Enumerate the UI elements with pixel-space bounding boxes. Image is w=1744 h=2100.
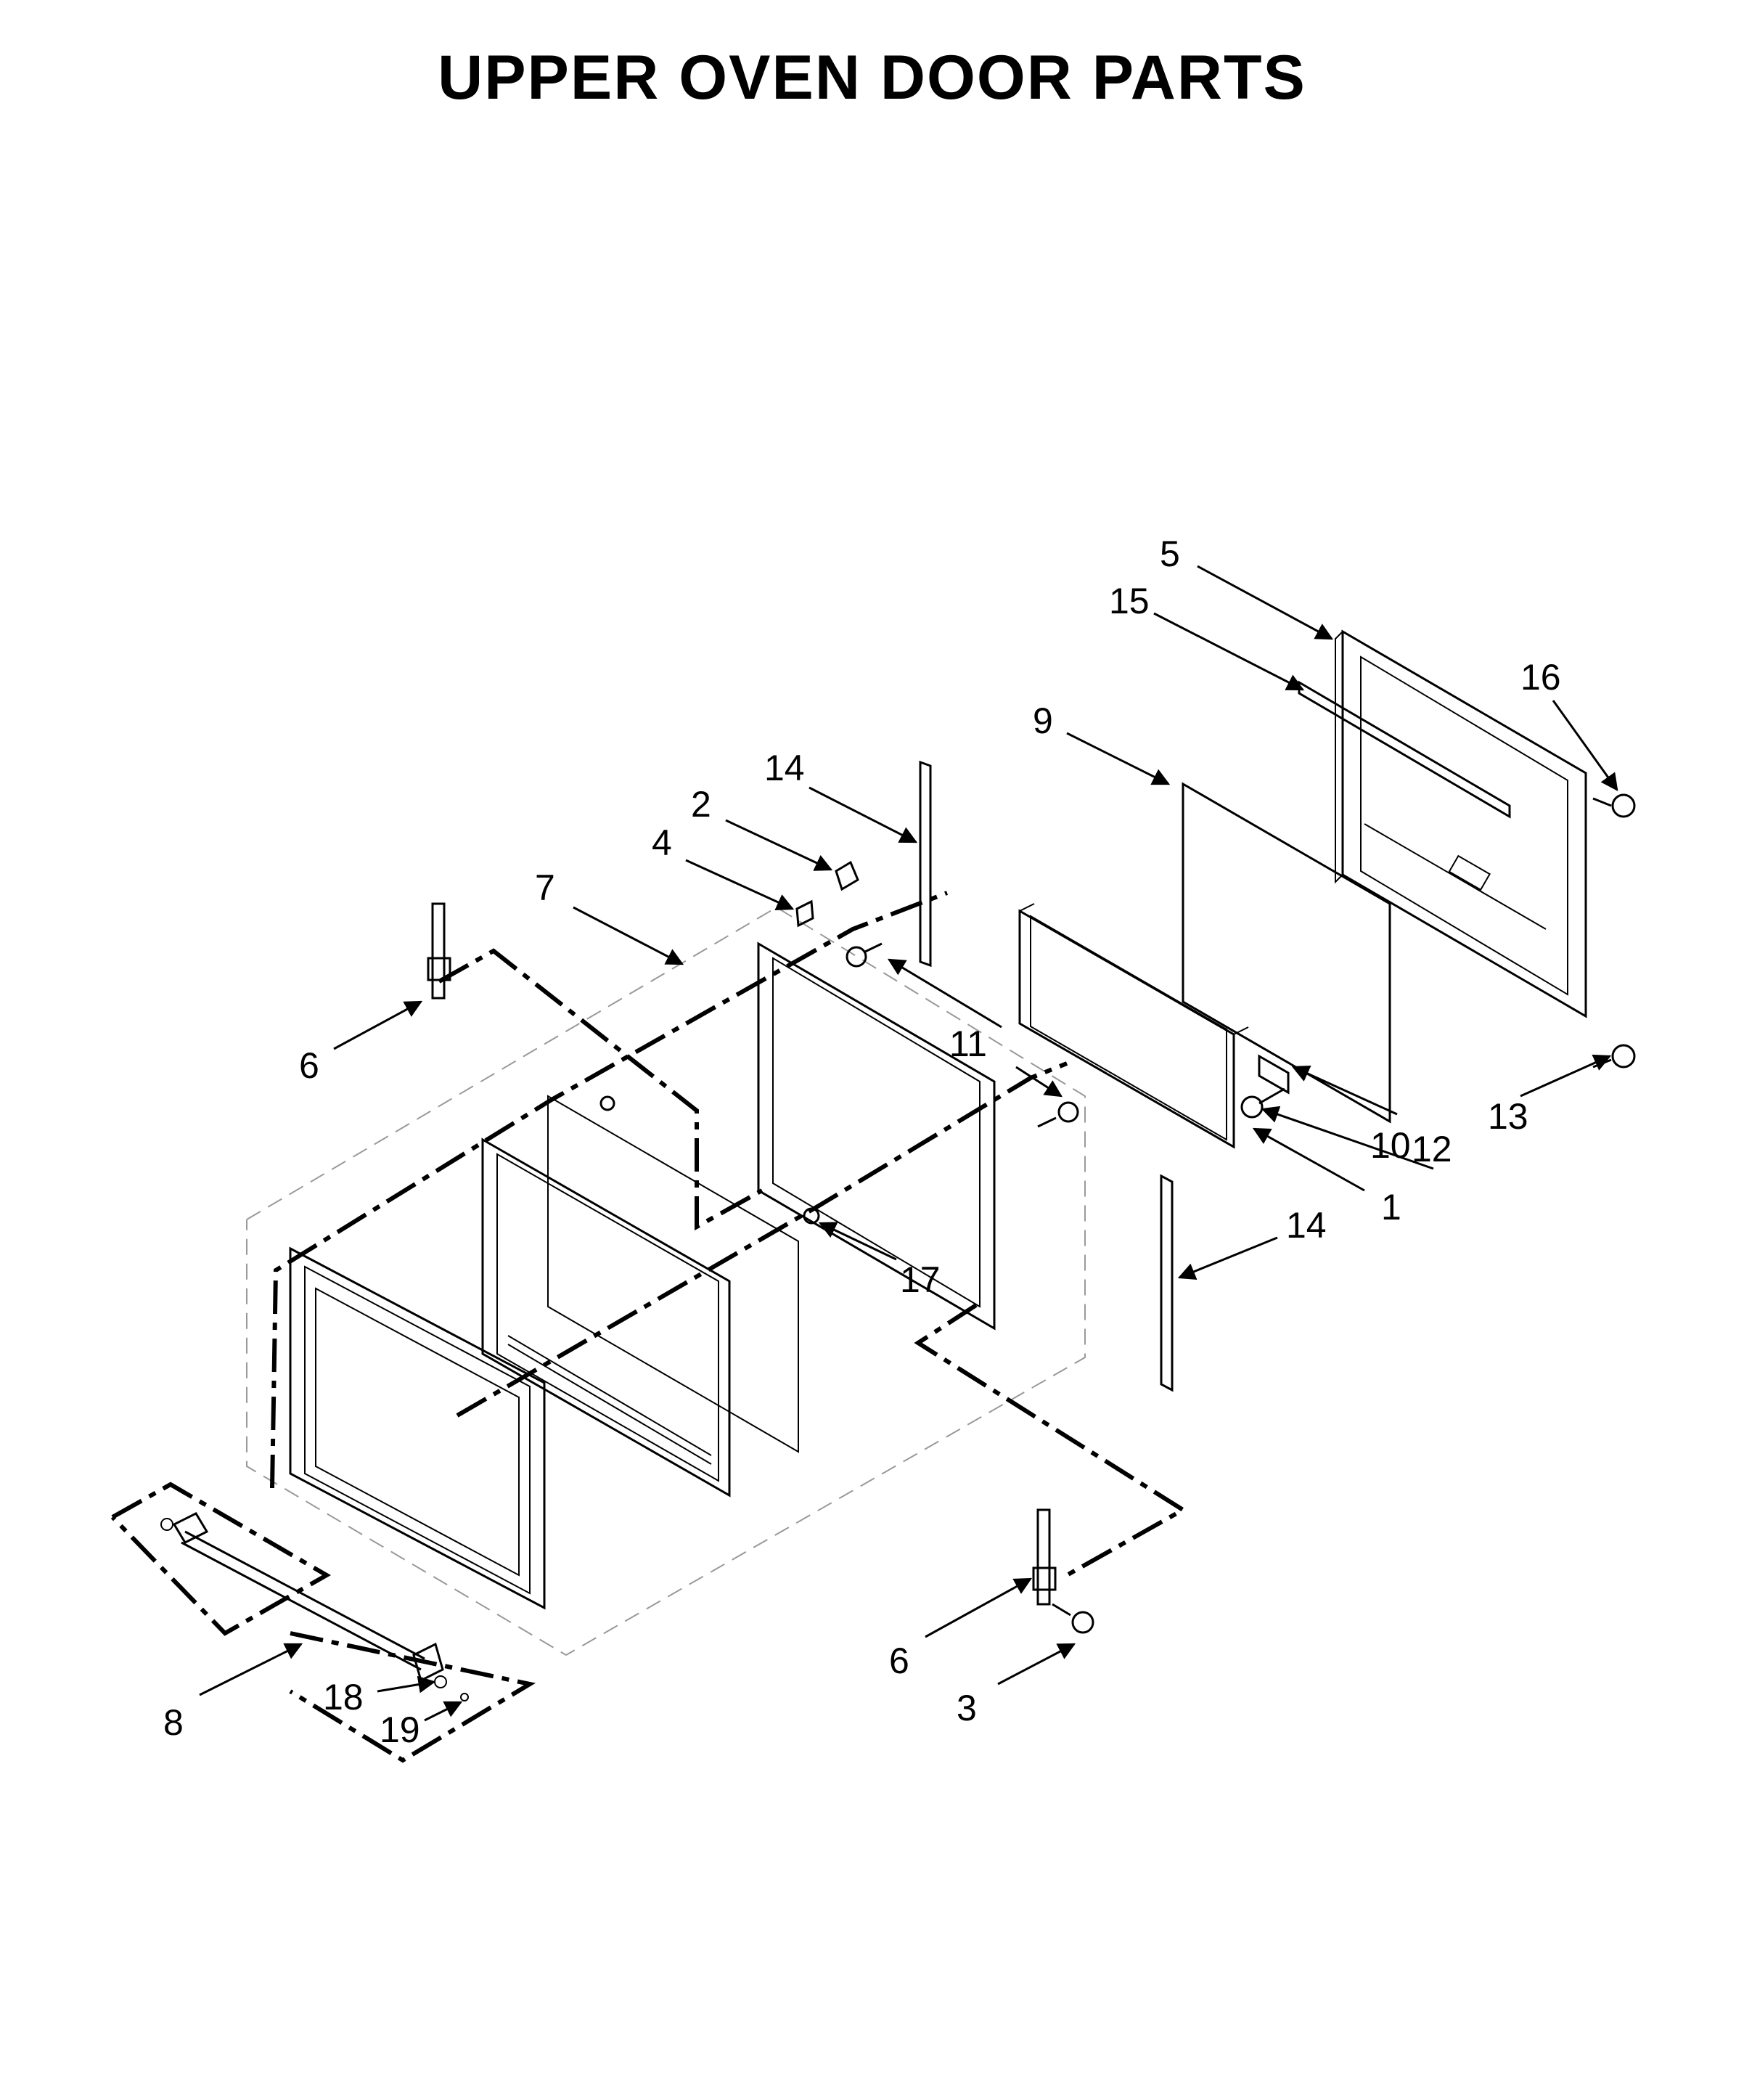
gasket-clip bbox=[599, 1095, 820, 1225]
handle-fasteners bbox=[434, 1675, 469, 1701]
callout-11: 11 bbox=[949, 1024, 987, 1064]
callout-16: 16 bbox=[1520, 657, 1561, 698]
top-vent-strip bbox=[1298, 680, 1511, 819]
outer-door-panel bbox=[289, 1246, 546, 1610]
middle-glass-pane bbox=[547, 1095, 799, 1453]
callout-19: 19 bbox=[380, 1709, 420, 1750]
callout-1: 1 bbox=[1381, 1187, 1401, 1227]
door-clips bbox=[795, 860, 859, 928]
callout-14-lower: 14 bbox=[1286, 1205, 1327, 1246]
callout-8: 8 bbox=[163, 1702, 184, 1743]
callout-6-lower: 6 bbox=[889, 1641, 909, 1681]
inner-door-panel bbox=[481, 1137, 731, 1498]
glass-pack-assembly bbox=[1018, 903, 1249, 1149]
outer-glass-pane bbox=[1182, 782, 1391, 1124]
callout-3: 3 bbox=[957, 1688, 977, 1728]
inner-door-frame bbox=[757, 941, 996, 1331]
callout-9: 9 bbox=[1033, 700, 1053, 741]
hinge-upper bbox=[427, 902, 451, 1000]
callout-14-upper: 14 bbox=[764, 748, 805, 788]
side-trim-lower bbox=[1160, 1174, 1174, 1392]
inner-door-envelope bbox=[246, 906, 1086, 1656]
callout-10: 10 bbox=[1370, 1125, 1411, 1166]
callout-5: 5 bbox=[1160, 534, 1180, 574]
callout-4: 4 bbox=[652, 822, 672, 863]
callout-2: 2 bbox=[691, 784, 711, 825]
door-liner-frame bbox=[1335, 629, 1587, 1018]
assembly-lines bbox=[110, 891, 1187, 1763]
hinge-lower bbox=[1032, 1508, 1057, 1606]
callout-18: 18 bbox=[323, 1677, 364, 1717]
callout-15: 15 bbox=[1109, 581, 1150, 621]
callout-6-upper: 6 bbox=[299, 1045, 319, 1086]
side-trim-upper bbox=[919, 760, 932, 968]
leader-lines bbox=[199, 565, 1618, 1722]
door-handle bbox=[160, 1512, 444, 1683]
glass-bracket bbox=[1258, 1054, 1290, 1095]
callout-13: 13 bbox=[1488, 1096, 1528, 1137]
callout-labels: 1 2 3 4 5 6 6 7 8 9 10 11 12 13 14 14 15… bbox=[163, 534, 1561, 1750]
callout-7: 7 bbox=[535, 867, 555, 908]
page-title: UPPER OVEN DOOR PARTS bbox=[438, 43, 1306, 113]
screws bbox=[846, 793, 1636, 1634]
callout-12: 12 bbox=[1412, 1129, 1452, 1169]
callout-17: 17 bbox=[900, 1259, 941, 1300]
